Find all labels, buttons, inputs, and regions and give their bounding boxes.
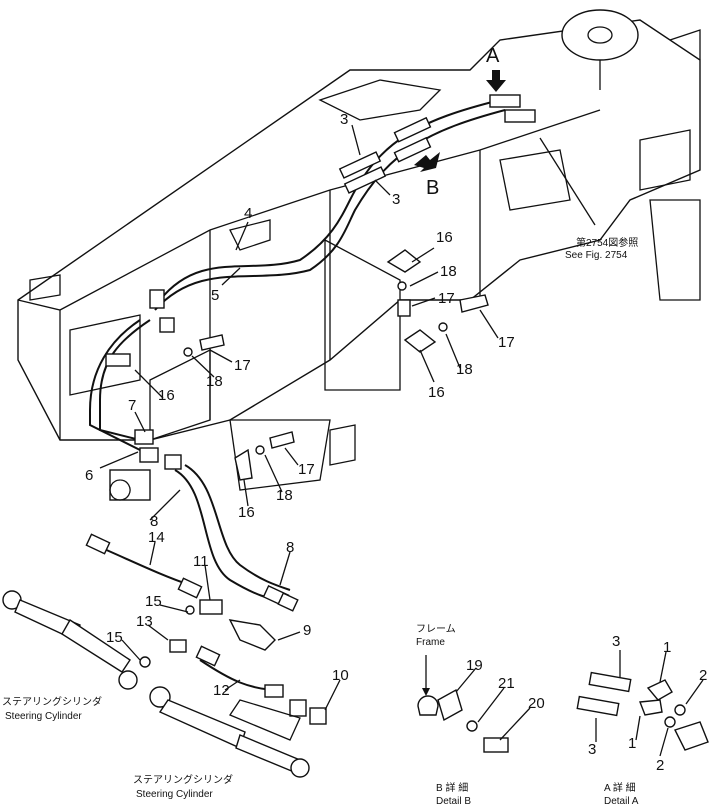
- callout-14: 14: [148, 529, 165, 546]
- callout-18: 18: [456, 361, 473, 378]
- callout-17: 17: [298, 461, 315, 478]
- callout-3: 3: [392, 191, 400, 208]
- callout-10: 10: [332, 667, 349, 684]
- callout-1: 1: [628, 735, 636, 752]
- caption-frame-jp: フレーム: [416, 623, 456, 635]
- callout-16: 16: [436, 229, 453, 246]
- callout-15: 15: [106, 629, 123, 646]
- callout-15: 15: [145, 593, 162, 610]
- callout-18: 18: [276, 487, 293, 504]
- callout-5: 5: [211, 287, 219, 304]
- callout-9: 9: [303, 622, 311, 639]
- callout-18: 18: [440, 263, 457, 280]
- callout-16: 16: [238, 504, 255, 521]
- fittings: [85, 94, 536, 725]
- callout-16: 16: [428, 384, 445, 401]
- detail-a-parts: [576, 671, 709, 751]
- callout-3: 3: [340, 111, 348, 128]
- leader-lines: [99, 124, 704, 757]
- reference-en: See Fig. 2754: [565, 250, 628, 261]
- callout-18: 18: [206, 373, 223, 390]
- view-label-b: B: [426, 177, 439, 199]
- clamps-bolts: [105, 249, 489, 481]
- caption-detail-a-en: Detail A: [604, 796, 639, 807]
- callout-6: 6: [85, 467, 93, 484]
- callout-17: 17: [234, 357, 251, 374]
- caption-detail-a-jp: A 詳 細: [604, 781, 636, 794]
- steering-cylinder-right: [149, 686, 310, 778]
- caption-detail-b-en: Detail B: [436, 796, 471, 807]
- callout-1: 1: [663, 639, 671, 656]
- caption-steering-left-en: Steering Cylinder: [5, 711, 82, 722]
- main-frame: [17, 19, 701, 501]
- reference-jp: 第2754図参照: [576, 236, 638, 249]
- callout-20: 20: [528, 695, 545, 712]
- callout-13: 13: [136, 613, 153, 630]
- caption-steering-right-en: Steering Cylinder: [136, 789, 213, 800]
- view-arrows: [414, 70, 506, 172]
- callout-11: 11: [193, 553, 209, 570]
- caption-detail-b-jp: B 詳 細: [436, 781, 468, 794]
- callout-8: 8: [286, 539, 294, 556]
- callout-3: 3: [588, 741, 596, 758]
- view-label-a: A: [486, 45, 500, 67]
- callout-17: 17: [498, 334, 515, 351]
- detail-b-parts: [417, 655, 509, 753]
- callout-16: 16: [158, 387, 175, 404]
- callout-21: 21: [498, 675, 515, 692]
- callout-7: 7: [128, 397, 136, 414]
- steering-wheel: [561, 9, 701, 90]
- callout-3: 3: [612, 633, 620, 650]
- callout-2: 2: [656, 757, 664, 774]
- caption-steering-left-jp: ステアリングシリンダ: [2, 695, 102, 708]
- callout-4: 4: [244, 205, 252, 222]
- callout-8: 8: [150, 513, 158, 530]
- caption-frame-en: Frame: [416, 637, 445, 648]
- callout-2: 2: [699, 667, 707, 684]
- steering-cylinder-left: [2, 590, 138, 690]
- caption-steering-right-jp: ステアリングシリンダ: [133, 773, 233, 786]
- callout-19: 19: [466, 657, 483, 674]
- callout-17: 17: [438, 290, 455, 307]
- callout-12: 12: [213, 682, 230, 699]
